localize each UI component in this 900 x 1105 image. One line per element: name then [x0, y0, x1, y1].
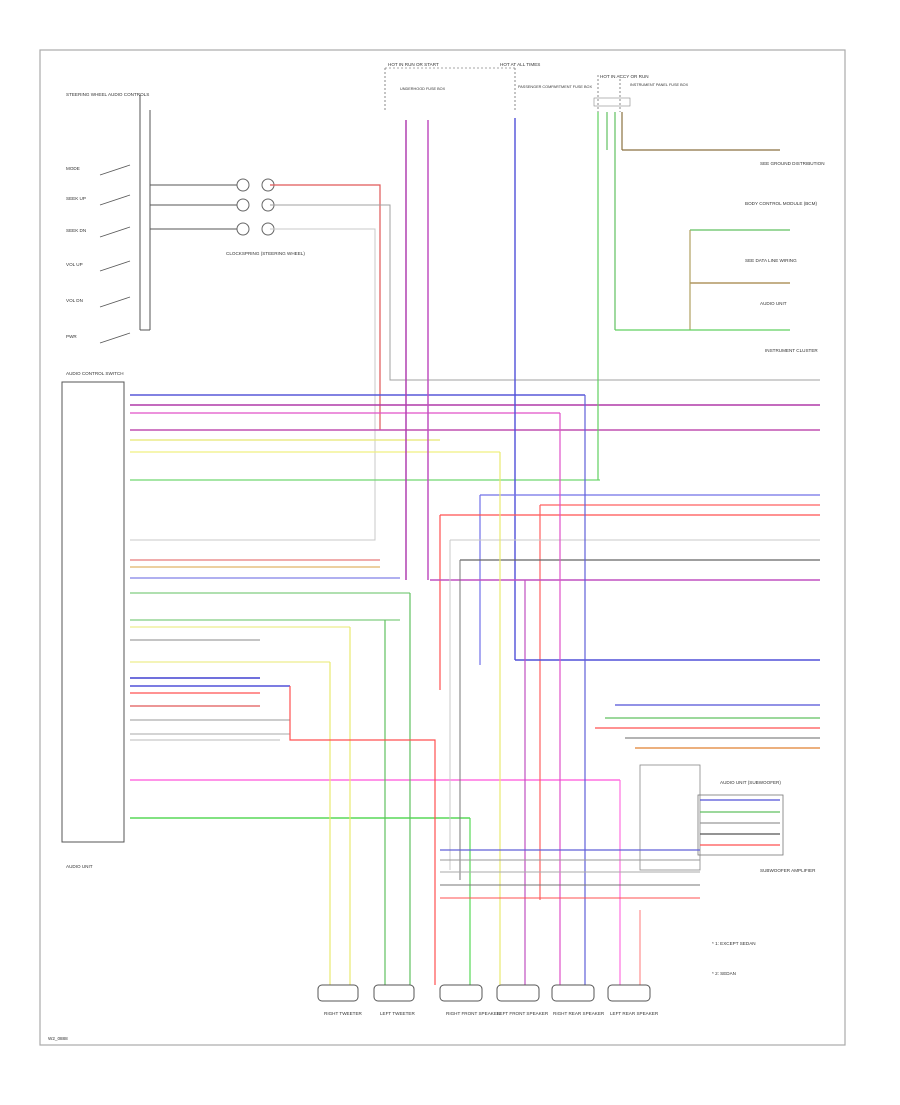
switch-seek-dn: SEEK DN — [66, 226, 131, 238]
wires — [130, 112, 820, 985]
right-labels: SEE GROUND DISTRIBUTION BODY CONTROL MOD… — [745, 161, 825, 353]
fuse-block-2: PASSENGER COMPARTMENT FUSE BOX — [518, 85, 592, 89]
audio-control-switch-label: AUDIO CONTROL SWITCH — [66, 371, 124, 376]
diagram-frame — [39, 49, 846, 1046]
speakers: RIGHT TWEETER LEFT TWEETER RIGHT FRONT S… — [317, 984, 659, 1016]
clockspring: CLOCKSPRING (STEERING WHEEL) — [150, 178, 305, 256]
speaker-label-0: RIGHT TWEETER — [324, 1011, 363, 1016]
fuse-section: HOT IN RUN OR START HOT AT ALL TIMES HOT… — [384, 62, 689, 112]
steering-switch-title: STEERING WHEEL AUDIO CONTROLS — [66, 92, 149, 97]
switch-label-pwr: PWR — [66, 334, 77, 339]
speaker-left-rear: LEFT REAR SPEAKER — [607, 984, 659, 1016]
switch-mode: MODE — [66, 164, 131, 176]
speaker-label-5: LEFT REAR SPEAKER — [610, 1011, 659, 1016]
switch-label-mode: MODE — [66, 166, 80, 171]
fuse-label-battery: HOT AT ALL TIMES — [500, 62, 540, 67]
steering-switch: STEERING WHEEL AUDIO CONTROLS MODE SEEK … — [66, 92, 151, 344]
right-label-cluster: INSTRUMENT CLUSTER — [765, 348, 818, 353]
switch-pwr: PWR — [66, 332, 131, 344]
figure-id: W2_0888 — [48, 1036, 68, 1041]
subwoofer-label: SUBWOOFER AMPLIFIER — [760, 868, 816, 873]
switch-label-vol-dn: VOL DN — [66, 298, 83, 303]
speaker-label-3: LEFT FRONT SPEAKER — [497, 1011, 549, 1016]
speaker-right-front: RIGHT FRONT SPEAKER — [439, 984, 501, 1016]
switch-label-seek-dn: SEEK DN — [66, 228, 86, 233]
speaker-right-rear: RIGHT REAR SPEAKER — [551, 984, 605, 1016]
switch-label-vol-up: VOL UP — [66, 262, 83, 267]
right-label-bcm: BODY CONTROL MODULE (BCM) — [745, 201, 817, 206]
speaker-label-4: RIGHT REAR SPEAKER — [553, 1011, 605, 1016]
speaker-label-2: RIGHT FRONT SPEAKER — [446, 1011, 501, 1016]
speaker-label-1: LEFT TWEETER — [380, 1011, 415, 1016]
audio-unit-label: AUDIO UNIT — [66, 864, 93, 869]
switch-seek-up: SEEK UP — [66, 194, 131, 206]
clockspring-label: CLOCKSPRING (STEERING WHEEL) — [226, 251, 305, 256]
subwoofer-section: SUBWOOFER AMPLIFIER AUDIO UNIT (SUBWOOFE… — [440, 704, 820, 899]
speaker-left-tweeter: LEFT TWEETER — [373, 984, 415, 1016]
switch-vol-up: VOL UP — [66, 260, 131, 272]
fuse-block-1: UNDERHOOD FUSE BOX — [400, 87, 446, 91]
switch-vol-dn: VOL DN — [66, 296, 131, 308]
note-2: * 2: SEDAN — [712, 971, 736, 976]
fuse-label-accy: HOT IN ACCY OR RUN — [600, 74, 649, 79]
note-1: * 1: EXCEPT SEDAN — [712, 941, 756, 946]
right-label-ground: SEE GROUND DISTRIBUTION — [760, 161, 825, 166]
right-label-audio: AUDIO UNIT — [760, 301, 787, 306]
fuse-label-run: HOT IN RUN OR START — [388, 62, 439, 67]
fuse-block-3: INSTRUMENT PANEL FUSE BOX — [630, 83, 689, 87]
switch-label-seek-up: SEEK UP — [66, 196, 86, 201]
right-label-data: SEE DATA LINE WIRING — [745, 258, 797, 263]
audio-control-block: AUDIO CONTROL SWITCH AUDIO UNIT — [61, 371, 125, 869]
speaker-left-front: LEFT FRONT SPEAKER — [496, 984, 549, 1016]
speaker-right-tweeter: RIGHT TWEETER — [317, 984, 363, 1016]
notes: * 1: EXCEPT SEDAN * 2: SEDAN — [712, 941, 756, 976]
subwoofer-unit-label: AUDIO UNIT (SUBWOOFER) — [720, 780, 781, 785]
